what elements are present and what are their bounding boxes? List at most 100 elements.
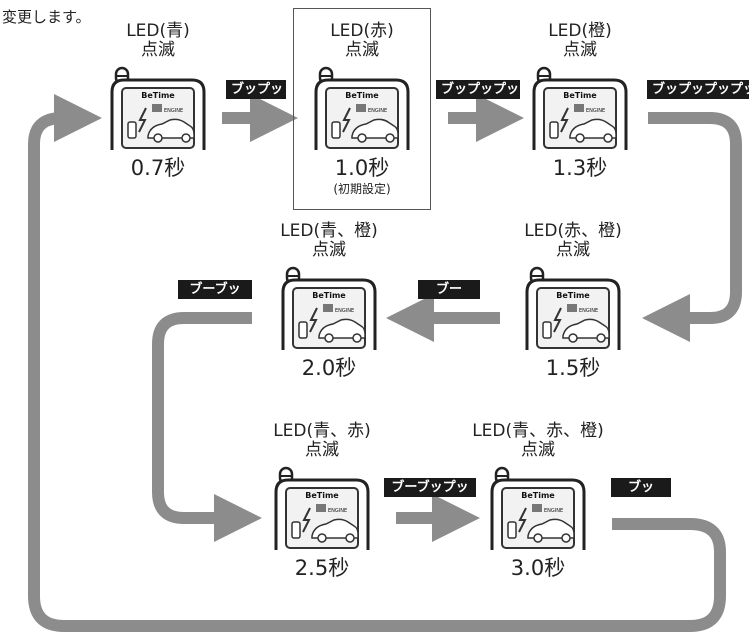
engine-icon (574, 104, 584, 112)
interval-time: 2.0秒 (301, 356, 357, 380)
car-wheel (596, 333, 606, 343)
lock-icon (549, 121, 559, 139)
brand-label: BeTime (563, 91, 597, 100)
interval-time: 1.5秒 (545, 356, 601, 380)
led-color: LED(橙) (548, 21, 612, 41)
engine-label: ENGINE (328, 508, 347, 514)
brand-label: BeTime (312, 291, 346, 300)
brand-label: BeTime (141, 91, 175, 100)
signal-icon (138, 107, 147, 133)
car-wheel (345, 533, 355, 543)
car-icon (527, 518, 575, 539)
led-blink: 点滅 (556, 240, 590, 260)
lock-icon (127, 121, 137, 139)
lock-icon (298, 321, 308, 339)
sound-tag-s1: ブップッ (226, 80, 286, 99)
led-color: LED(青、赤、橙) (472, 421, 604, 441)
car-wheel (153, 133, 163, 143)
engine-label: ENGINE (544, 508, 563, 514)
signal-icon (560, 107, 569, 133)
led-label: LED(赤、橙) 点滅 (478, 222, 668, 260)
car-wheel (324, 333, 334, 343)
car-icon (147, 118, 195, 139)
led-blink: 点滅 (305, 440, 339, 460)
brand-label: BeTime (345, 91, 379, 100)
default-setting-frame (293, 8, 431, 210)
led-blink: 点滅 (521, 440, 555, 460)
car-icon (318, 318, 366, 339)
led-label: LED(青、赤) 点滅 (227, 422, 417, 460)
car-icon (311, 518, 359, 539)
led-blink: 点滅 (312, 240, 346, 260)
signal-icon (302, 507, 311, 533)
signal-icon (553, 307, 562, 333)
lock-icon (542, 321, 552, 339)
engine-icon (356, 104, 366, 112)
car-wheel (357, 133, 367, 143)
interval-time: 3.0秒 (510, 556, 566, 580)
intro-text: 変更します。 (2, 8, 91, 26)
car-wheel (352, 333, 362, 343)
engine-label: ENGINE (335, 308, 354, 314)
led-color: LED(青) (126, 21, 190, 41)
interval-time: 2.5秒 (294, 556, 350, 580)
car-wheel (568, 333, 578, 343)
car-wheel (603, 133, 613, 143)
led-color: LED(赤) (330, 21, 394, 41)
led-label: LED(青) 点滅 (63, 22, 253, 60)
car-wheel (575, 133, 585, 143)
engine-icon (323, 304, 333, 312)
lock-icon (331, 121, 341, 139)
arrow-20-to-25 (152, 312, 262, 542)
car-wheel (385, 133, 395, 143)
arrow-13-to-15 (642, 112, 742, 342)
engine-icon (152, 104, 162, 112)
sound-tag-s2: ブップップッ (436, 80, 520, 99)
default-note: (初期設定) (333, 182, 391, 196)
engine-icon (316, 504, 326, 512)
car-icon (351, 118, 399, 139)
led-blink: 点滅 (563, 40, 597, 60)
engine-label: ENGINE (164, 108, 183, 114)
brand-label: BeTime (305, 491, 339, 500)
car-wheel (181, 133, 191, 143)
sound-tag-s6: ブーブップッ (384, 478, 476, 497)
interval-time: 1.3秒 (552, 156, 608, 180)
led-label: LED(赤) 点滅 (267, 22, 457, 60)
car-icon (562, 318, 610, 339)
led-color: LED(青、橙) (280, 221, 378, 241)
signal-icon (342, 107, 351, 133)
car-wheel (533, 533, 543, 543)
sound-tag-s4: ブー (418, 280, 480, 299)
lock-icon (507, 521, 517, 539)
led-blink: 点滅 (345, 40, 379, 60)
lock-icon (291, 521, 301, 539)
engine-icon (567, 304, 577, 312)
led-color: LED(赤、橙) (524, 221, 622, 241)
car-wheel (561, 533, 571, 543)
led-label: LED(青、橙) 点滅 (234, 222, 424, 260)
car-icon (569, 118, 617, 139)
led-label: LED(青、赤、橙) 点滅 (443, 422, 633, 460)
led-blink: 点滅 (141, 40, 175, 60)
brand-label: BeTime (556, 291, 590, 300)
engine-label: ENGINE (368, 108, 387, 114)
led-color: LED(青、赤) (273, 421, 371, 441)
brand-label: BeTime (521, 491, 555, 500)
signal-icon (309, 307, 318, 333)
